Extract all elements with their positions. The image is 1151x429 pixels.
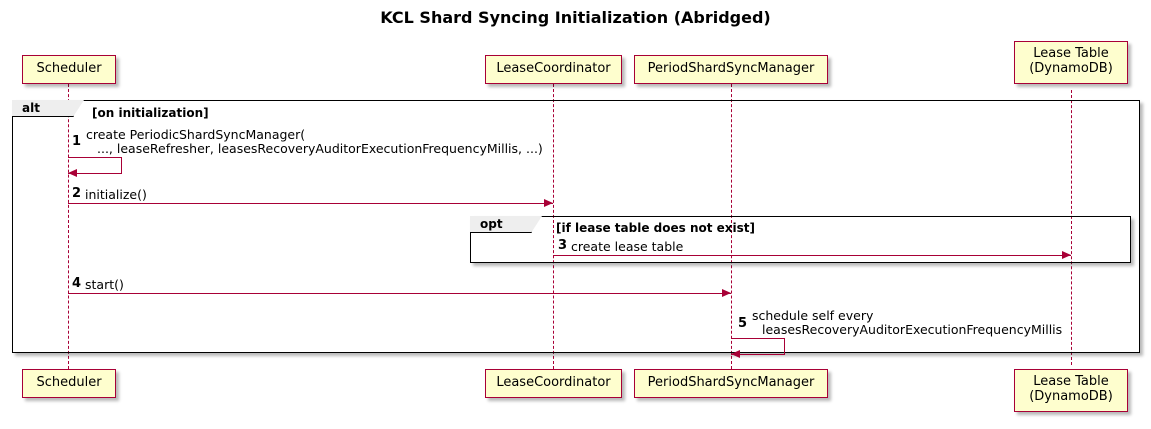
message-5-label-line2: leasesRecoveryAuditorExecutionFrequencyM… xyxy=(762,322,1063,337)
participant-syncmanager-bottom[interactable]: PeriodShardSyncManager xyxy=(634,369,828,398)
participant-scheduler-bottom-label: Scheduler xyxy=(36,375,102,390)
message-1-label-line2: ..., leaseRefresher, leasesRecoveryAudit… xyxy=(97,141,543,156)
participant-coordinator-bottom[interactable]: LeaseCoordinator xyxy=(485,369,622,398)
participant-leasetable-bottom-label2: (DynamoDB) xyxy=(1029,389,1113,404)
message-5-label-line1: schedule self every xyxy=(752,308,874,323)
participant-syncmanager-top[interactable]: PeriodShardSyncManager xyxy=(634,55,828,84)
lifeline-syncmanager xyxy=(731,84,732,369)
participant-leasetable-top[interactable]: Lease Table (DynamoDB) xyxy=(1014,41,1128,84)
lifeline-leasetable xyxy=(1071,90,1072,365)
message-4-line xyxy=(68,293,731,294)
message-2-line xyxy=(68,203,553,204)
message-1-label-line1: create PeriodicShardSyncManager( xyxy=(86,127,306,142)
participant-leasetable-bottom[interactable]: Lease Table (DynamoDB) xyxy=(1014,369,1128,412)
message-3-number: 3 xyxy=(558,238,568,253)
message-3-arrowhead xyxy=(1062,251,1071,259)
participant-syncmanager-top-label: PeriodShardSyncManager xyxy=(647,61,815,76)
message-1-number: 1 xyxy=(72,134,82,149)
fragment-opt xyxy=(470,216,1131,263)
message-5-number: 5 xyxy=(738,316,748,331)
message-3-line xyxy=(553,255,1071,256)
message-3-label: create lease table xyxy=(571,239,684,254)
message-1-selfloop xyxy=(68,157,122,174)
participant-leasetable-top-label: Lease Table xyxy=(1033,46,1109,61)
participant-scheduler-top-label: Scheduler xyxy=(36,61,102,76)
participant-syncmanager-bottom-label: PeriodShardSyncManager xyxy=(647,375,815,390)
participant-coordinator-top-label: LeaseCoordinator xyxy=(496,61,611,76)
message-5-arrowhead xyxy=(731,350,740,358)
participant-leasetable-top-label2: (DynamoDB) xyxy=(1029,61,1113,76)
participant-leasetable-bottom-label: Lease Table xyxy=(1033,374,1109,389)
participant-scheduler-top[interactable]: Scheduler xyxy=(22,55,116,84)
fragment-opt-operator: opt xyxy=(470,216,542,233)
fragment-alt-guard: [on initialization] xyxy=(92,106,209,120)
message-1-arrowhead xyxy=(68,169,77,177)
participant-scheduler-bottom[interactable]: Scheduler xyxy=(22,369,116,398)
message-2-label: initialize() xyxy=(85,187,147,202)
diagram-title: KCL Shard Syncing Initialization (Abridg… xyxy=(380,8,771,27)
participant-coordinator-top[interactable]: LeaseCoordinator xyxy=(485,55,622,84)
participant-coordinator-bottom-label: LeaseCoordinator xyxy=(496,375,611,390)
lifeline-coordinator xyxy=(553,84,554,369)
fragment-alt xyxy=(12,100,1140,353)
lifeline-scheduler xyxy=(68,84,69,369)
message-4-number: 4 xyxy=(72,276,82,291)
fragment-alt-operator: alt xyxy=(12,100,84,117)
fragment-opt-guard: [if lease table does not exist] xyxy=(556,221,756,235)
message-2-number: 2 xyxy=(72,186,82,201)
message-5-selfloop xyxy=(731,338,785,355)
message-2-arrowhead xyxy=(544,199,553,207)
message-4-label: start() xyxy=(85,277,124,292)
message-4-arrowhead xyxy=(722,289,731,297)
